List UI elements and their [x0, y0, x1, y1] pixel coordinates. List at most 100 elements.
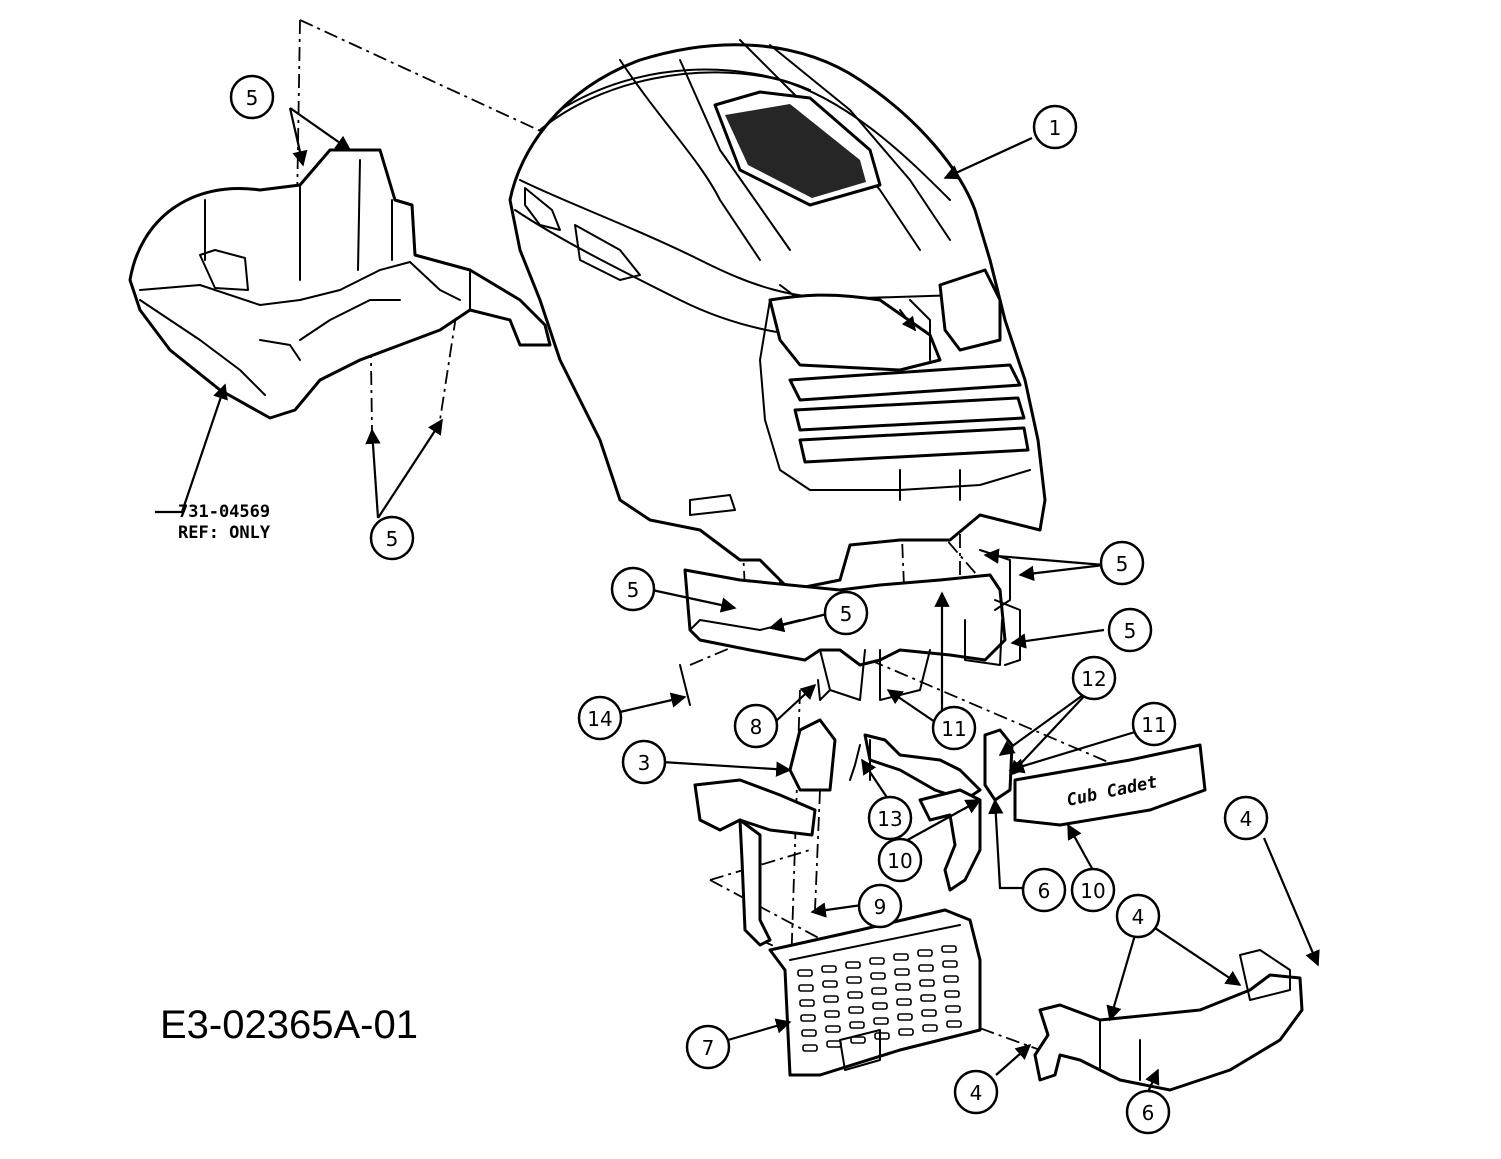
grille-slot: [870, 972, 886, 980]
grille-slot: [798, 984, 814, 992]
callout-number: 5: [840, 602, 853, 626]
callout-circle: [1021, 867, 1067, 913]
callout-circle: [1071, 655, 1117, 701]
callout-number: 4: [970, 1081, 983, 1105]
grille-slot: [919, 979, 935, 987]
callout-circle: [953, 1069, 999, 1115]
callout-5: 5: [610, 566, 656, 612]
callout-4: 4: [1115, 893, 1161, 939]
callout-13: 13: [867, 795, 913, 841]
callout-4: 4: [953, 1069, 999, 1115]
grille-slot: [942, 960, 958, 968]
callout-circle: [1032, 104, 1078, 150]
callout-5: 5: [823, 590, 869, 636]
callout-10: 10: [877, 837, 923, 883]
callout-5: 5: [369, 515, 415, 561]
callout-number: 9: [874, 895, 887, 919]
callout-circle: [1125, 1089, 1171, 1135]
callout-number: 7: [702, 1036, 715, 1060]
grille-slot: [823, 995, 839, 1003]
grille-slot: [850, 1036, 866, 1044]
hood-top-vent-grille: [725, 104, 866, 198]
grille-slot: [922, 1024, 938, 1032]
callout-circle: [1099, 540, 1145, 586]
callout-number: 4: [1132, 905, 1145, 929]
callout-number: 6: [1142, 1101, 1155, 1125]
callout-5: 5: [1099, 540, 1145, 586]
front-grille-slots: [797, 945, 962, 1052]
grille-slot: [849, 1021, 865, 1029]
grille-slot: [897, 1013, 913, 1021]
callout-number: 5: [246, 86, 259, 110]
callout-number: 5: [627, 578, 640, 602]
grille-slot: [918, 964, 934, 972]
grille-slot: [845, 961, 861, 969]
grille-slot: [797, 969, 813, 977]
callout-number: 12: [1081, 667, 1106, 691]
callout-11: 11: [1131, 701, 1177, 747]
callout-1: 1: [1032, 104, 1078, 150]
callout-circle: [1070, 867, 1116, 913]
grille-slot: [920, 994, 936, 1002]
grille-slot: [943, 975, 959, 983]
rear-fender-ref-part: [128, 148, 552, 420]
callout-circle: [733, 703, 779, 749]
grille-slot: [801, 1029, 817, 1037]
callout-5: 5: [1107, 607, 1153, 653]
callout-circle: [369, 515, 415, 561]
grille-slot: [821, 965, 837, 973]
grille-slot: [872, 1002, 888, 1010]
callout-number: 8: [750, 715, 763, 739]
callout-circle: [857, 883, 903, 929]
callout-6: 6: [1021, 867, 1067, 913]
grille-slot: [824, 1010, 840, 1018]
grille-slot: [898, 1028, 914, 1036]
callout-circle: [931, 705, 977, 751]
callout-circle: [1115, 893, 1161, 939]
grille-slot: [946, 1020, 962, 1028]
grille-slot: [894, 968, 910, 976]
callout-number: 3: [638, 751, 651, 775]
diagram-code: E3-02365A-01: [160, 1003, 418, 1047]
grille-slot: [944, 990, 960, 998]
front-grille-guard: [768, 908, 982, 1077]
callout-number: 4: [1240, 807, 1253, 831]
grille-slot: [847, 991, 863, 999]
hood-hinge-brackets: [679, 664, 1014, 947]
callout-4: 4: [1223, 795, 1269, 841]
front-bumper: [1033, 949, 1304, 1092]
callout-number: 5: [1124, 619, 1137, 643]
grille-slot: [802, 1044, 818, 1052]
reference-part-number: 731-04569: [178, 502, 270, 522]
grille-slot: [800, 1014, 816, 1022]
grille-slot: [917, 949, 933, 957]
grille-slot: [873, 1017, 889, 1025]
callout-9: 9: [857, 883, 903, 929]
callout-circle: [1107, 607, 1153, 653]
cub-cadet-emblem: Cub Cadet: [1013, 743, 1207, 827]
grille-slot: [799, 999, 815, 1007]
callout-circle: [1223, 795, 1269, 841]
grille-slot: [846, 976, 862, 984]
grille-slot: [825, 1025, 841, 1033]
callout-8: 8: [733, 703, 779, 749]
callout-number: 14: [587, 707, 612, 731]
grille-slot: [893, 953, 909, 961]
callout-number: 6: [1038, 879, 1051, 903]
callout-number: 11: [1141, 713, 1166, 737]
callout-5: 5: [229, 74, 275, 120]
grille-slot: [848, 1006, 864, 1014]
callout-number: 11: [941, 717, 966, 741]
callout-14: 14: [577, 695, 623, 741]
grille-slot: [871, 987, 887, 995]
grille-slot: [895, 983, 911, 991]
callout-circle: [685, 1024, 731, 1070]
grille-slot: [874, 1032, 890, 1040]
callout-circle: [621, 739, 667, 785]
callout-circle: [229, 74, 275, 120]
callout-number: 10: [1080, 879, 1105, 903]
callout-circle: [1131, 701, 1177, 747]
callout-10: 10: [1070, 867, 1116, 913]
